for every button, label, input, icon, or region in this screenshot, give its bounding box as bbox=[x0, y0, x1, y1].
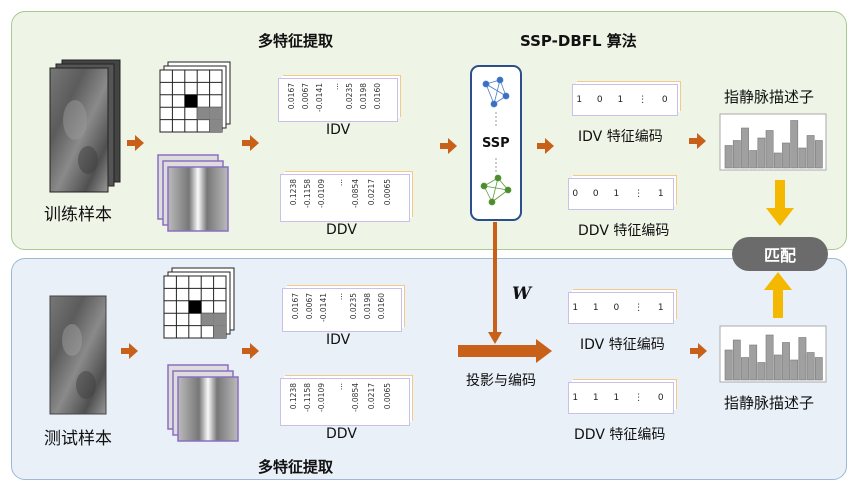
histogram-bar bbox=[782, 342, 790, 381]
algorithm-title: SSP-DBFL 算法 bbox=[520, 32, 637, 50]
projection-label: 投影与编码 bbox=[466, 373, 536, 389]
histogram-bar bbox=[765, 130, 774, 169]
lbp-grid-bottom bbox=[163, 267, 235, 339]
idv-vector-value: 0.0198 bbox=[359, 83, 368, 110]
histogram-bar bbox=[757, 362, 766, 381]
training-sample-label: 训练样本 bbox=[44, 205, 112, 225]
ddv-vector-value: -0.0109 bbox=[317, 383, 326, 412]
idv-vector-value: 0.0167 bbox=[291, 293, 300, 320]
match-arrows bbox=[764, 180, 794, 318]
feature-extraction-title-bottom: 多特征提取 bbox=[258, 458, 334, 476]
ddv-vector-value: 0.0065 bbox=[383, 383, 392, 410]
idv-vector-value: 0.0235 bbox=[349, 293, 358, 320]
ddv-vector-value: 0.1238 bbox=[289, 383, 298, 410]
histogram-bar bbox=[749, 344, 758, 381]
idv-vector-value: 0.0160 bbox=[373, 83, 382, 110]
histogram-bar bbox=[814, 140, 823, 169]
ddv-vector-bottom: 0.1238 -0.1158 -0.0109 ... -0.0854 0.021… bbox=[280, 378, 410, 426]
ddv-vector-value: 0.0217 bbox=[367, 179, 376, 206]
ddv-code-label-bottom: DDV 特征编码 bbox=[574, 427, 666, 443]
idv-vector-value: 0.0067 bbox=[301, 83, 310, 110]
gabor-filters-top bbox=[157, 154, 229, 232]
idv-vector-value: 0.0160 bbox=[377, 293, 386, 320]
histogram-bar bbox=[790, 359, 799, 381]
gabor-filters-bottom bbox=[167, 364, 239, 442]
histogram-bar bbox=[806, 352, 815, 381]
descriptor-label-top: 指静脉描述子 bbox=[724, 88, 815, 106]
histogram-bar bbox=[798, 337, 807, 381]
idv-code-label-bottom: IDV 特征编码 bbox=[580, 337, 665, 353]
idv-vector-value: -0.0141 bbox=[315, 83, 324, 112]
ddv-code-top: 0 0 1 ⋮ 1 bbox=[568, 178, 674, 210]
training-panel bbox=[11, 11, 847, 250]
idv-code-label-top: IDV 特征编码 bbox=[578, 129, 663, 145]
ddv-vector-value: ... bbox=[335, 383, 344, 391]
testing-panel bbox=[11, 258, 847, 480]
idv-vector-value: 0.0167 bbox=[287, 83, 296, 110]
histogram-bar bbox=[773, 354, 782, 381]
ddv-vector-value: -0.1158 bbox=[303, 383, 312, 412]
histogram-bar bbox=[806, 135, 815, 169]
idv-vector-value: ... bbox=[335, 293, 344, 301]
ddv-code-label-top: DDV 特征编码 bbox=[578, 223, 670, 239]
idv-vector-value: ... bbox=[331, 83, 340, 91]
lbp-grid-top bbox=[159, 61, 231, 133]
network-icon-green bbox=[480, 174, 512, 206]
histogram-bar bbox=[724, 145, 733, 169]
network-icon-blue bbox=[482, 76, 510, 108]
flow-arrows bbox=[121, 133, 707, 363]
histogram-bar bbox=[732, 339, 741, 381]
histogram-bar bbox=[814, 357, 823, 381]
idv-vector-bottom: 0.0167 0.0067 -0.0141 ... 0.0235 0.0198 … bbox=[282, 288, 402, 332]
histogram-bar bbox=[790, 120, 799, 169]
idv-vector-top: 0.0167 0.0067 -0.0141 ... 0.0235 0.0198 … bbox=[278, 78, 398, 122]
ssp-label: SSP bbox=[482, 136, 510, 151]
ddv-vector-value: 0.0217 bbox=[367, 383, 376, 410]
idv-vector-value: 0.0235 bbox=[345, 83, 354, 110]
histogram-bottom bbox=[719, 325, 827, 383]
match-label: 匹配 bbox=[763, 246, 796, 265]
idv-vector-value: 0.0067 bbox=[305, 293, 314, 320]
ddv-vector-value: -0.0854 bbox=[351, 179, 360, 208]
histogram-top bbox=[719, 113, 827, 171]
ddv-vector-value: 0.1238 bbox=[289, 179, 298, 206]
ddv-vector-value: -0.1158 bbox=[303, 179, 312, 208]
idv-code-top: 1 0 1 ⋮ 0 bbox=[572, 84, 678, 116]
idv-label-top: IDV bbox=[326, 122, 351, 138]
descriptor-label-bottom: 指静脉描述子 bbox=[724, 394, 815, 412]
ddv-vector-value: -0.0854 bbox=[351, 383, 360, 412]
histogram-bar bbox=[765, 334, 774, 381]
histogram-bar bbox=[757, 137, 766, 169]
test-sample-label: 测试样本 bbox=[44, 429, 112, 449]
ddv-vector-value: 0.0065 bbox=[383, 179, 392, 206]
histogram-bar bbox=[749, 150, 758, 169]
feature-extraction-title-top: 多特征提取 bbox=[258, 32, 334, 50]
histogram-bar bbox=[741, 127, 749, 169]
histogram-bar bbox=[782, 142, 790, 169]
ddv-vector-top: 0.1238 -0.1158 -0.0109 ... -0.0854 0.021… bbox=[280, 174, 410, 222]
histogram-bar bbox=[773, 152, 782, 169]
training-sample-images bbox=[49, 59, 121, 193]
ddv-vector-value: -0.0109 bbox=[317, 179, 326, 208]
ddv-label-bottom: DDV bbox=[326, 426, 357, 442]
ddv-vector-value: ... bbox=[335, 179, 344, 187]
idv-vector-value: 0.0198 bbox=[363, 293, 372, 320]
idv-vector-value: -0.0141 bbox=[319, 293, 328, 322]
histogram-bar bbox=[724, 349, 733, 381]
test-sample-image bbox=[49, 295, 107, 415]
ssp-box bbox=[470, 65, 522, 221]
w-label: W bbox=[512, 284, 532, 304]
ddv-code-bottom: 1 1 1 ⋮ 0 bbox=[568, 382, 674, 414]
histogram-bar bbox=[732, 140, 741, 169]
histogram-bar bbox=[741, 357, 749, 381]
idv-code-bottom: 1 1 0 ⋮ 1 bbox=[568, 292, 674, 324]
ddv-label-top: DDV bbox=[326, 222, 357, 238]
histogram-bar bbox=[798, 147, 807, 169]
match-badge: 匹配 bbox=[732, 237, 828, 271]
idv-label-bottom: IDV bbox=[326, 332, 351, 348]
